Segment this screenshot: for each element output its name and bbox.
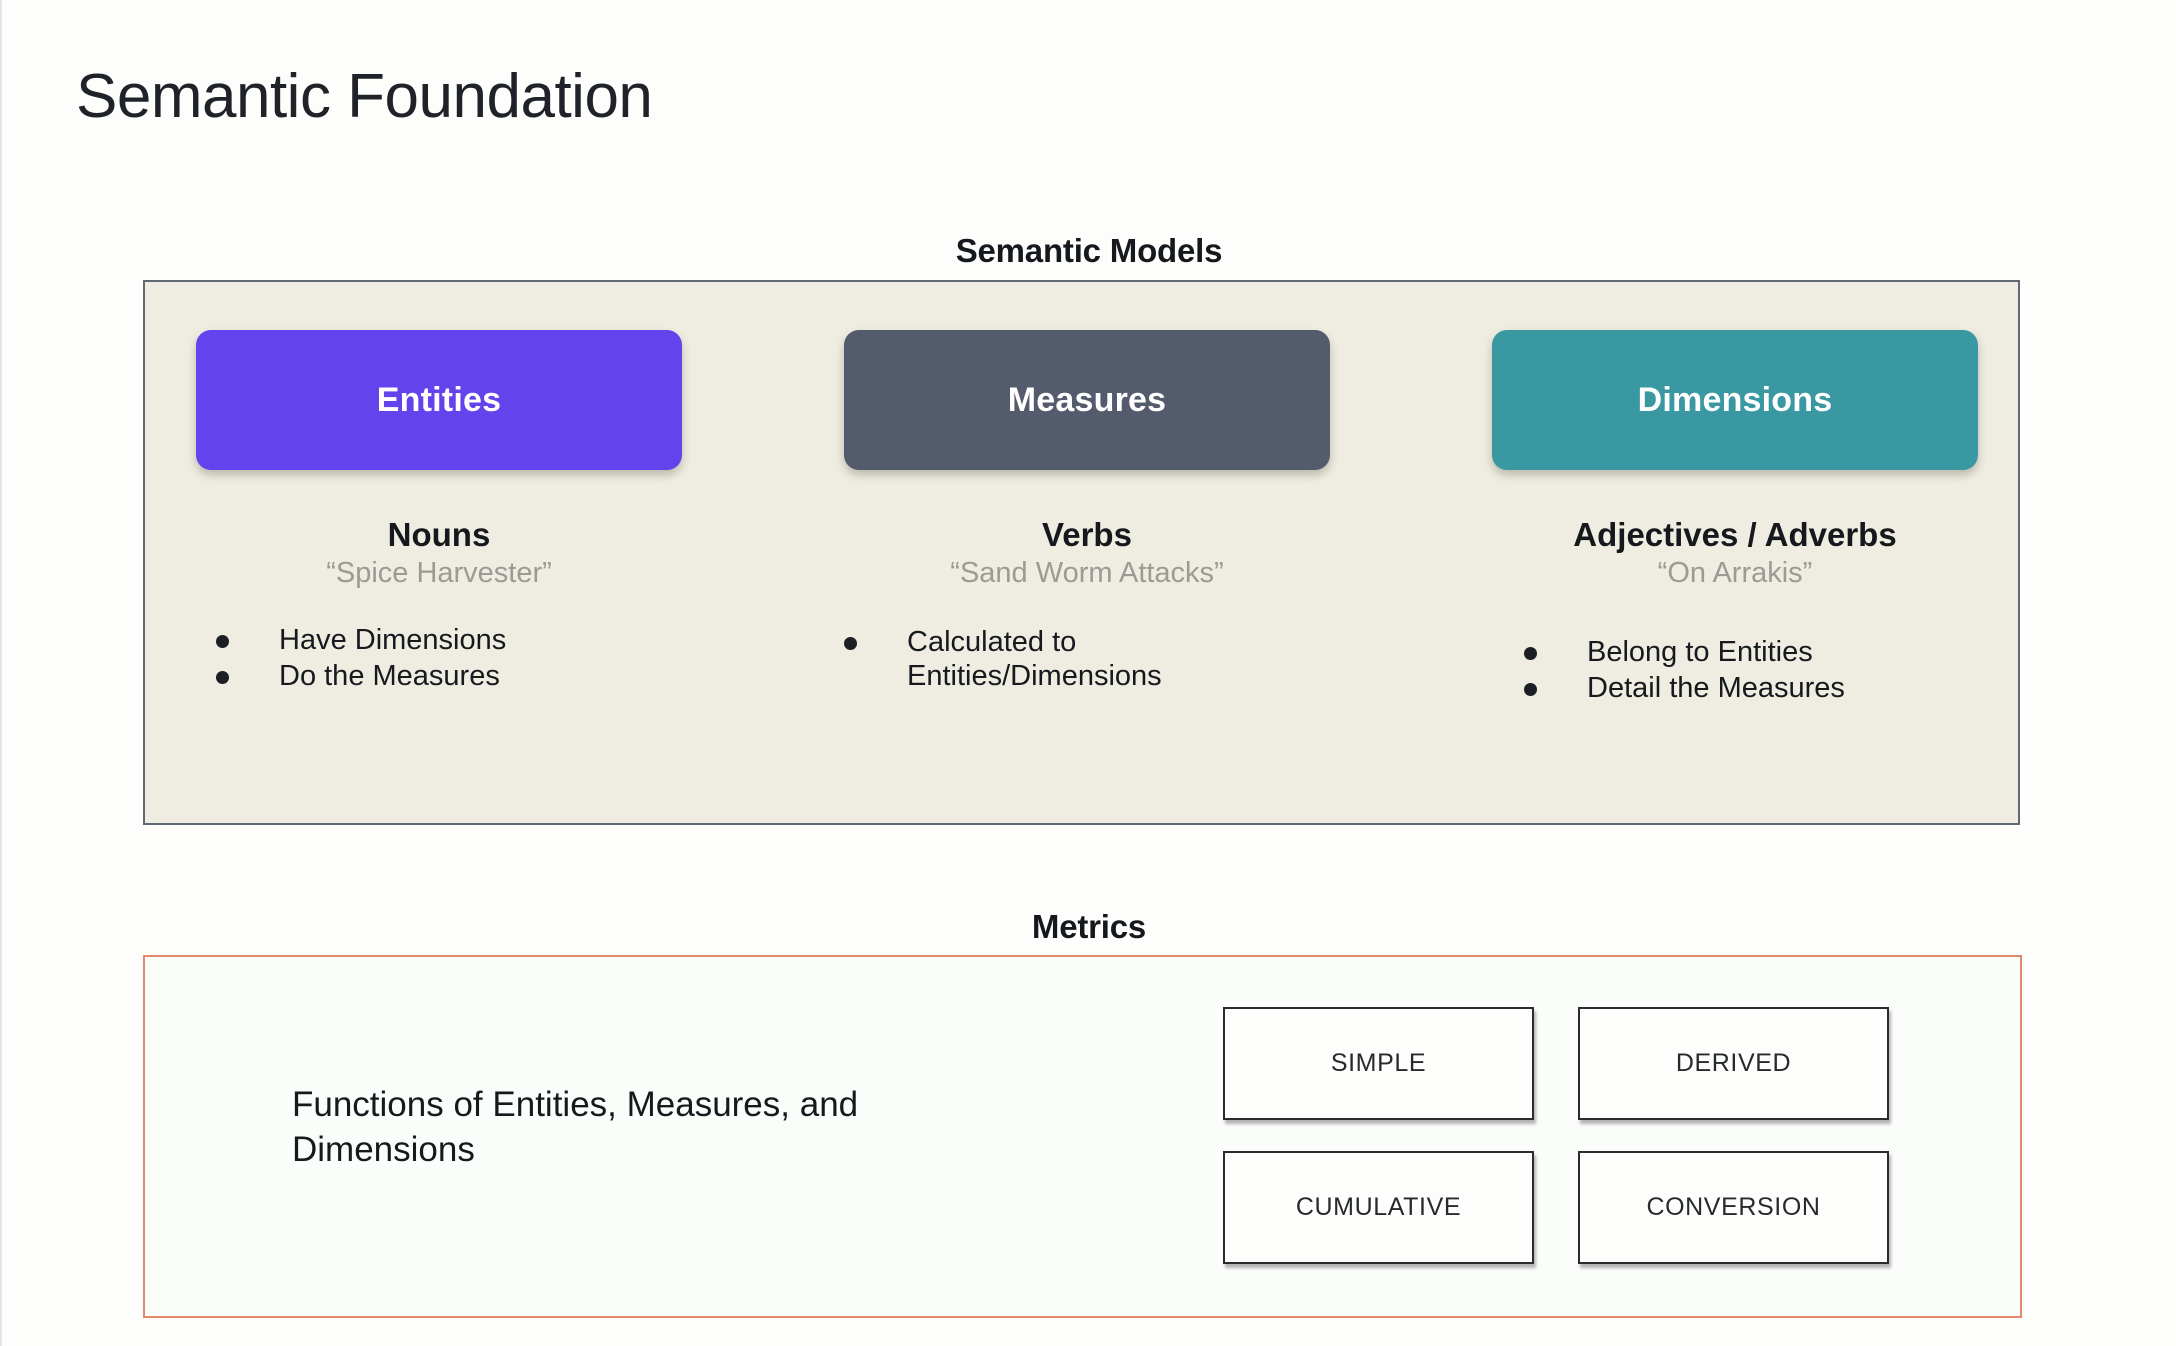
metric-type-label: DERIVED — [1675, 1049, 1792, 1077]
semantic-models-panel: Entities Nouns “Spice Harvester” Have Di… — [143, 280, 2020, 825]
bullet-dot-icon — [844, 637, 857, 651]
entities-part-of-speech: Nouns — [387, 516, 491, 553]
bullet-text: Belong to Entities — [1587, 636, 1813, 669]
dimensions-example: “On Arrakis” — [1657, 556, 1813, 589]
page-title: Semantic Foundation — [76, 62, 653, 131]
measures-chip-label: Measures — [1007, 380, 1167, 419]
semantic-model-column-entities: Entities Nouns “Spice Harvester” Have Di… — [196, 330, 682, 710]
metric-type-cumulative[interactable]: CUMULATIVE — [1223, 1151, 1534, 1264]
bullet-dot-icon — [1524, 647, 1537, 661]
bullet-dot-icon — [216, 671, 229, 685]
bullet-text: Have Dimensions — [279, 624, 507, 657]
entities-chip-label: Entities — [376, 380, 502, 419]
list-item: Calculated to Entities/Dimensions — [844, 625, 1330, 693]
measures-example: “Sand Worm Attacks” — [950, 556, 1224, 589]
dimensions-part-of-speech: Adjectives / Adverbs — [1573, 516, 1897, 553]
metrics-description: Functions of Entities, Measures, and Dim… — [292, 1085, 859, 1169]
bullet-text: Calculated to Entities/Dimensions — [907, 626, 1162, 693]
metric-type-derived[interactable]: DERIVED — [1578, 1007, 1889, 1120]
entities-example: “Spice Harvester” — [326, 556, 552, 589]
metric-type-label: CONVERSION — [1646, 1193, 1821, 1221]
bullet-dot-icon — [1524, 683, 1537, 697]
list-item: Have Dimensions — [196, 623, 682, 657]
dimensions-bullet-list: Belong to Entities Detail the Measures — [1492, 635, 1978, 705]
metric-type-label: CUMULATIVE — [1295, 1193, 1462, 1221]
dimensions-chip[interactable]: Dimensions — [1492, 330, 1978, 470]
entities-chip[interactable]: Entities — [196, 330, 682, 470]
list-item: Do the Measures — [196, 659, 682, 693]
metric-type-simple[interactable]: SIMPLE — [1223, 1007, 1534, 1120]
semantic-models-heading: Semantic Models — [955, 232, 1223, 269]
metrics-panel: Functions of Entities, Measures, and Dim… — [143, 955, 2022, 1318]
metric-type-conversion[interactable]: CONVERSION — [1578, 1151, 1889, 1264]
bullet-text: Do the Measures — [279, 660, 500, 693]
bullet-dot-icon — [216, 635, 229, 649]
list-item: Belong to Entities — [1492, 635, 1978, 669]
dimensions-chip-label: Dimensions — [1637, 380, 1833, 419]
measures-bullet-list: Calculated to Entities/Dimensions — [844, 625, 1330, 693]
measures-part-of-speech: Verbs — [1042, 516, 1132, 553]
entities-bullet-list: Have Dimensions Do the Measures — [196, 623, 682, 693]
metric-type-grid: SIMPLE DERIVED CUMULATIVE CONVERSION — [1223, 1007, 1889, 1264]
semantic-model-column-measures: Measures Verbs “Sand Worm Attacks” Calcu… — [844, 330, 1330, 710]
list-item: Detail the Measures — [1492, 671, 1978, 705]
measures-chip[interactable]: Measures — [844, 330, 1330, 470]
metrics-heading: Metrics — [1031, 908, 1147, 945]
bullet-text: Detail the Measures — [1587, 672, 1845, 705]
semantic-model-column-dimensions: Dimensions Adjectives / Adverbs “On Arra… — [1492, 330, 1978, 722]
metric-type-label: SIMPLE — [1330, 1049, 1427, 1077]
